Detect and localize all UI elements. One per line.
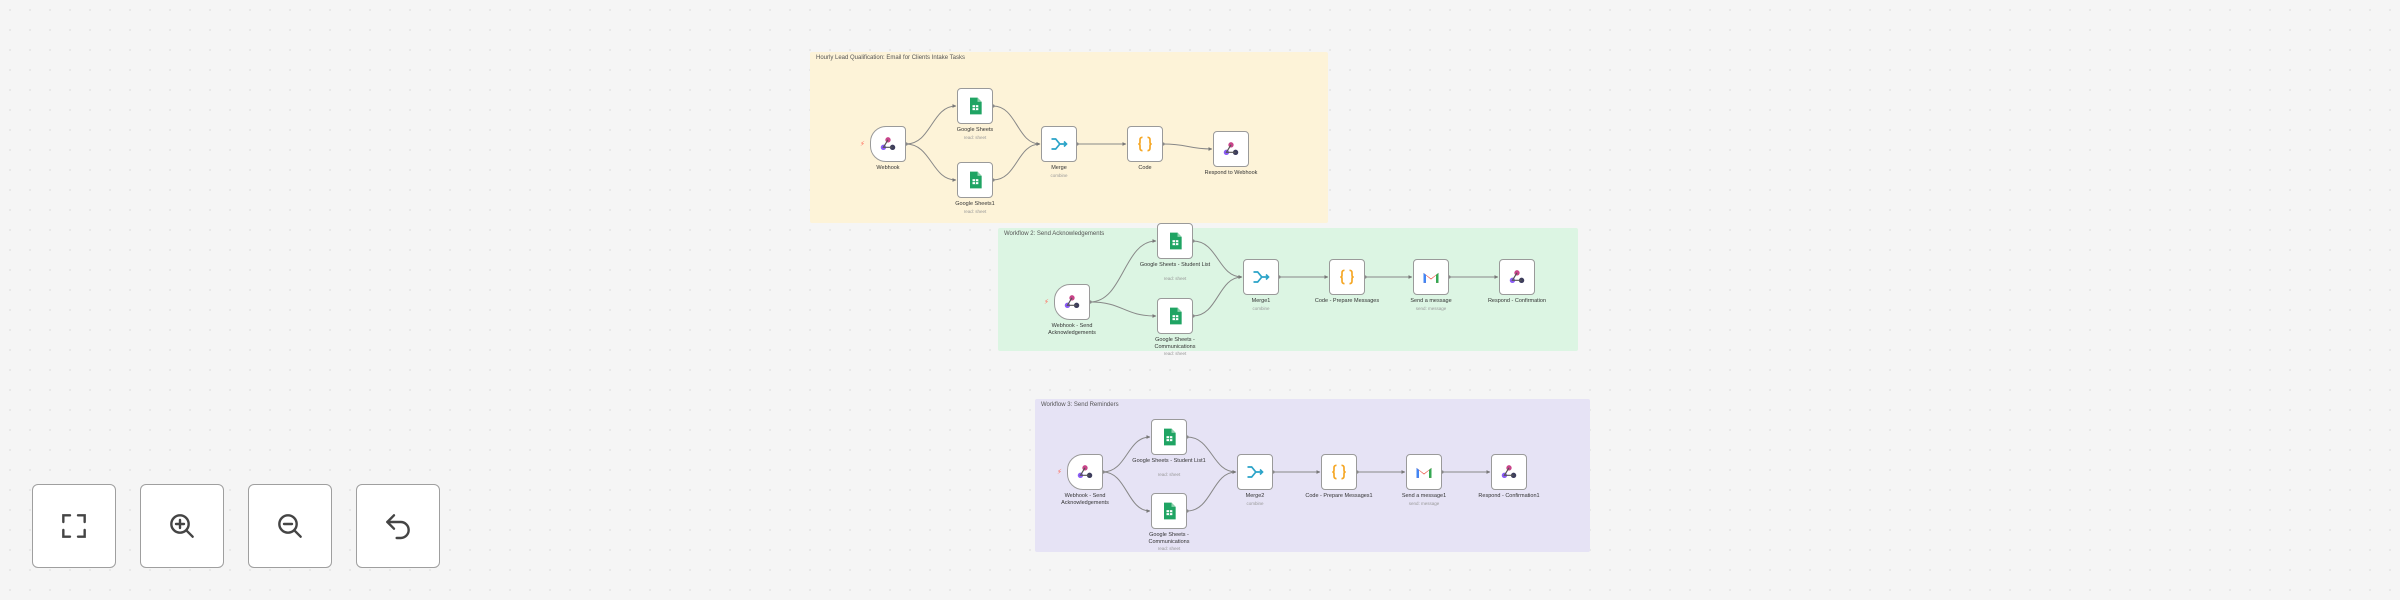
workflow-node-c1[interactable] bbox=[1127, 126, 1163, 162]
workflow-node-m2[interactable] bbox=[1243, 259, 1279, 295]
node-subtitle: read: sheet bbox=[963, 208, 987, 214]
merge-icon bbox=[1251, 267, 1271, 287]
gmail-icon bbox=[1421, 267, 1441, 287]
node-label: Merge1 bbox=[1251, 298, 1271, 304]
workflow-node-w1[interactable] bbox=[870, 126, 906, 162]
node-label: Respond - Confirmation1 bbox=[1478, 493, 1540, 499]
node-subtitle: read: sheet bbox=[1157, 472, 1181, 477]
workflow-node-s4[interactable] bbox=[1157, 298, 1193, 334]
workflow-node-s3[interactable] bbox=[1157, 223, 1193, 259]
node-label: Webhook - Send Acknowledgements bbox=[1061, 493, 1109, 506]
node-label: Code - Prepare Messages bbox=[1314, 298, 1380, 304]
node-label: Google Sheets1 bbox=[955, 201, 995, 207]
sticky-note-title: Workflow 3: Send Reminders bbox=[1041, 402, 1119, 408]
workflow-node-r2[interactable] bbox=[1499, 259, 1535, 295]
zoom-in-button[interactable] bbox=[140, 484, 224, 568]
workflow-node-g2[interactable] bbox=[1406, 454, 1442, 490]
workflow-node-m1[interactable] bbox=[1041, 126, 1077, 162]
workflow-node-c3[interactable] bbox=[1321, 454, 1357, 490]
workflow-node-w3[interactable] bbox=[1067, 454, 1103, 490]
node-label: Google Sheets - Communications bbox=[1148, 532, 1190, 545]
node-label: Google Sheets - Student List1 bbox=[1132, 458, 1206, 464]
node-subtitle: read: sheet bbox=[1163, 351, 1187, 356]
zoom-out-button[interactable] bbox=[248, 484, 332, 568]
node-subtitle: send: message bbox=[1415, 305, 1447, 311]
trigger-bolt-icon: ⚡ bbox=[860, 141, 865, 148]
node-subtitle: combine bbox=[1252, 305, 1270, 311]
workflow-node-w2[interactable] bbox=[1054, 284, 1090, 320]
fit-view-button[interactable] bbox=[32, 484, 116, 568]
webhook-icon bbox=[878, 134, 898, 154]
webhook-icon bbox=[1499, 462, 1519, 482]
node-label: Merge2 bbox=[1245, 493, 1265, 499]
node-label: Code bbox=[1138, 165, 1152, 171]
workflow-node-c2[interactable] bbox=[1329, 259, 1365, 295]
workflow-node-g1[interactable] bbox=[1413, 259, 1449, 295]
reset-zoom-button[interactable] bbox=[356, 484, 440, 568]
merge-icon bbox=[1049, 134, 1069, 154]
sticky-note-title: Workflow 2: Send Acknowledgements bbox=[1004, 231, 1105, 237]
node-label: Google Sheets bbox=[956, 127, 994, 133]
node-subtitle: send: message bbox=[1408, 500, 1440, 506]
node-label: Code - Prepare Messages1 bbox=[1305, 493, 1373, 499]
fit-view-icon bbox=[58, 510, 90, 542]
zoom-out-icon bbox=[274, 510, 306, 542]
google-sheets-icon bbox=[965, 96, 985, 116]
merge-icon bbox=[1245, 462, 1265, 482]
webhook-icon bbox=[1075, 462, 1095, 482]
node-subtitle: read: sheet bbox=[1163, 276, 1187, 281]
node-label: Send a message bbox=[1410, 298, 1452, 304]
trigger-bolt-icon: ⚡ bbox=[1044, 299, 1049, 306]
undo-icon bbox=[382, 510, 414, 542]
workflow-node-s6[interactable] bbox=[1151, 493, 1187, 529]
google-sheets-icon bbox=[1159, 501, 1179, 521]
node-label: Respond to Webhook bbox=[1204, 170, 1258, 176]
node-subtitle: combine bbox=[1050, 172, 1068, 178]
zoom-in-icon bbox=[166, 510, 198, 542]
workflow-node-s5[interactable] bbox=[1151, 419, 1187, 455]
node-label: Google Sheets - Student List bbox=[1139, 262, 1211, 268]
node-label: Google Sheets - Communications bbox=[1154, 337, 1196, 350]
code-icon bbox=[1337, 267, 1357, 287]
gmail-icon bbox=[1414, 462, 1434, 482]
node-subtitle: combine bbox=[1246, 500, 1264, 506]
trigger-bolt-icon: ⚡ bbox=[1057, 469, 1062, 476]
webhook-icon bbox=[1507, 267, 1527, 287]
code-icon bbox=[1329, 462, 1349, 482]
workflow-node-m3[interactable] bbox=[1237, 454, 1273, 490]
webhook-icon bbox=[1062, 292, 1082, 312]
node-subtitle: read: sheet bbox=[963, 134, 987, 140]
node-subtitle: read: sheet bbox=[1157, 546, 1181, 551]
google-sheets-icon bbox=[1165, 231, 1185, 251]
workflow-node-s2[interactable] bbox=[957, 162, 993, 198]
node-label: Merge bbox=[1051, 165, 1067, 171]
workflow-node-s1[interactable] bbox=[957, 88, 993, 124]
google-sheets-icon bbox=[965, 170, 985, 190]
sticky-note-title: Hourly Lead Qualification: Email for Cli… bbox=[816, 55, 965, 61]
workflow-node-r3[interactable] bbox=[1491, 454, 1527, 490]
workflow-node-r1[interactable] bbox=[1213, 131, 1249, 167]
node-label: Webhook - Send Acknowledgements bbox=[1048, 323, 1096, 336]
node-label: Respond - Confirmation bbox=[1487, 298, 1547, 304]
node-label: Webhook bbox=[876, 165, 900, 171]
code-icon bbox=[1135, 134, 1155, 154]
webhook-icon bbox=[1221, 139, 1241, 159]
google-sheets-icon bbox=[1159, 427, 1179, 447]
node-label: Send a message1 bbox=[1401, 493, 1447, 499]
google-sheets-icon bbox=[1165, 306, 1185, 326]
